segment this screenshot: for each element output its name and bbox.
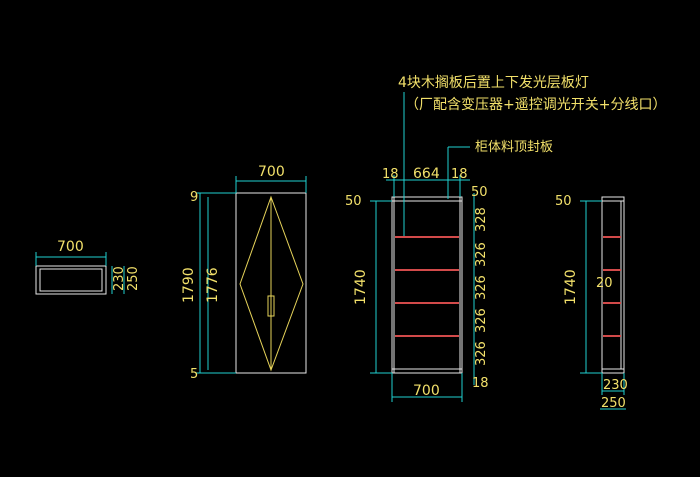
side-height-label: 1740 <box>563 269 579 305</box>
door-handle <box>267 295 275 317</box>
spacing-1-label: 328 <box>474 207 489 232</box>
annotations: 4块木搁板后置上下发光层板灯 （厂配含变压器+遥控调光开关+分线口） 柜体料顶封… <box>398 75 666 155</box>
spacing-4-label: 326 <box>474 308 489 333</box>
side-shelf-thickness-label: 20 <box>596 276 613 291</box>
front-bottom-board-label: 18 <box>472 376 489 391</box>
side-top-offset-label: 50 <box>555 194 572 209</box>
front-top-offset-label: 50 <box>345 194 362 209</box>
plan-view: 700 230 250 <box>35 239 141 295</box>
front-top-board-label: 50 <box>471 185 488 200</box>
door-total-height-label: 1790 <box>181 267 197 303</box>
front-side-left-label: 18 <box>382 167 399 182</box>
door-bottom-gap-label: 5 <box>190 367 198 382</box>
spacing-3-label: 326 <box>474 275 489 300</box>
door-height-label: 1776 <box>205 267 221 303</box>
plan-depth-outer-label: 250 <box>126 266 141 291</box>
cabinet-outline <box>391 196 463 374</box>
front-section: 18 664 18 50 1740 50 328 326 326 326 326… <box>345 92 489 402</box>
front-side-right-label: 18 <box>451 167 468 182</box>
side-section: 50 1740 20 230 250 <box>555 194 628 411</box>
plan-depth-inner-label: 230 <box>112 266 127 291</box>
door-top-gap-label: 9 <box>190 190 198 205</box>
shelf-note-line2: （厂配含变压器+遥控调光开关+分线口） <box>405 97 666 113</box>
side-depth-inner-label: 230 <box>603 378 628 393</box>
front-height-label: 1740 <box>353 269 369 305</box>
plan-inner-outline <box>39 268 103 292</box>
side-outline <box>601 196 625 374</box>
door-elevation: 700 9 5 1790 1776 <box>181 164 307 382</box>
shelf-note-line1: 4块木搁板后置上下发光层板灯 <box>398 75 589 91</box>
side-depth-outer-label: 250 <box>601 396 626 411</box>
top-panel-note: 柜体料顶封板 <box>475 140 553 155</box>
spacing-5-label: 326 <box>474 341 489 366</box>
plan-width-label: 700 <box>57 239 84 255</box>
door-outline <box>235 192 307 374</box>
door-width-label: 700 <box>258 164 285 180</box>
spacing-2-label: 326 <box>474 242 489 267</box>
front-inner-width-label: 664 <box>413 166 440 182</box>
front-bottom-width-label: 700 <box>413 383 440 399</box>
plan-outline <box>35 265 107 295</box>
